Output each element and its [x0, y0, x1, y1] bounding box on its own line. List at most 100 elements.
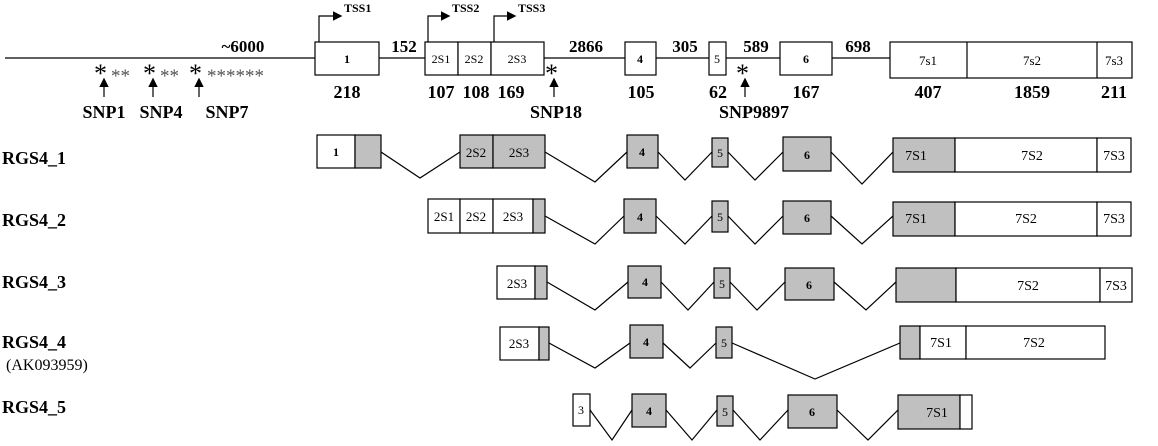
exon-text: 6	[804, 211, 810, 225]
exon-size-4: 105	[628, 82, 655, 102]
exon-box	[959, 394, 973, 430]
gene-exon-2s3	[490, 41, 545, 76]
exon-text: 2S3	[507, 276, 527, 291]
intron-length-2: 2866	[569, 37, 603, 56]
transcript-accession-4: (AK093959)	[6, 357, 88, 374]
exon-box	[919, 325, 967, 360]
exon-box	[427, 198, 461, 234]
exon-box	[1096, 137, 1132, 173]
exon-label-7s1: 7s1	[919, 53, 937, 68]
exon-text: 7S2	[1015, 212, 1037, 227]
exon-text: 4	[639, 145, 645, 159]
exon-label-1: 1	[344, 52, 350, 66]
snp-stars-group-2: **	[160, 66, 179, 87]
snp7-label: SNP7	[205, 102, 248, 122]
exon-size-7s2: 1859	[1014, 82, 1050, 102]
upstream-length: ~6000	[222, 37, 265, 56]
splice-lines	[727, 215, 784, 245]
splice-lines	[830, 151, 894, 185]
snp-star-9897: *	[736, 59, 749, 88]
exon-text: 3	[578, 403, 584, 417]
exon-text: 7S3	[1103, 149, 1125, 164]
exon-box	[496, 265, 536, 300]
splice-lines	[731, 342, 901, 380]
exon-text: 2S1	[434, 209, 454, 224]
transcript-rgs4-5	[572, 393, 973, 442]
exon-text: 2S3	[509, 145, 529, 160]
exon-box	[572, 393, 591, 427]
exon-text: 2S3	[509, 336, 529, 351]
transcript-name-1: RGS4_1	[2, 148, 66, 168]
snp-star-1: *	[94, 59, 107, 88]
exon-text: 7S3	[1103, 212, 1125, 227]
transcript-rgs4-1	[316, 134, 1132, 185]
exon-box	[711, 137, 729, 168]
tss3-label: TSS3	[518, 1, 545, 15]
exon-label-7s3: 7s3	[1105, 53, 1123, 68]
exon-text: 5	[719, 277, 725, 291]
exon-box	[538, 326, 550, 361]
exon-box	[492, 134, 546, 169]
exon-size-7s1: 407	[915, 82, 942, 102]
splice-lines	[544, 215, 625, 245]
exon-text: 7S1	[926, 406, 948, 421]
exon-box	[627, 265, 662, 299]
splice-lines	[665, 409, 718, 441]
exon-size-6: 167	[793, 82, 820, 102]
exon-text: 7S2	[1023, 336, 1045, 351]
exon-box	[782, 136, 832, 172]
exon-label-2s1: 2S1	[432, 52, 451, 66]
exon-text: 7S3	[1105, 279, 1127, 294]
exon-size-2s1: 107	[428, 82, 455, 102]
splice-lines	[660, 281, 715, 311]
exon-box	[629, 324, 664, 359]
splice-lines	[546, 281, 629, 311]
exon-text: 7S1	[905, 212, 927, 227]
exon-box	[713, 267, 731, 299]
exon-text: 4	[637, 210, 643, 224]
exon-text: 6	[806, 278, 812, 292]
exon-box	[716, 395, 734, 427]
exon-box	[492, 198, 534, 234]
intron-length-1: 152	[391, 37, 417, 56]
gene-exon-2s1	[424, 41, 459, 76]
transcript-labels: RGS4_1 RGS4_2 RGS4_3 RGS4_4 (AK093959) R…	[2, 148, 88, 417]
snp1-label: SNP1	[82, 102, 125, 122]
gene-exon-2s2	[457, 41, 492, 76]
exon-size-5: 62	[709, 82, 727, 102]
exon-box	[715, 326, 733, 359]
exon-text: 5	[717, 210, 723, 224]
exon-box	[711, 200, 729, 233]
transcript-name-4: RGS4_4	[2, 332, 66, 352]
transcript-rgs4-2	[427, 198, 1132, 245]
exon-size-2s2: 108	[463, 82, 490, 102]
exon-text: 7S1	[905, 149, 927, 164]
exon-text: 4	[643, 335, 649, 349]
tss2-arrow	[427, 11, 451, 42]
exon-box	[955, 267, 1101, 303]
splice-lines	[544, 151, 628, 183]
exon-text: 4	[646, 404, 652, 418]
exon-box	[965, 325, 1106, 360]
splice-lines	[589, 409, 633, 442]
exon-text: 2S2	[466, 209, 486, 224]
splice-lines	[662, 342, 717, 369]
exon-text: 4	[642, 275, 648, 289]
snp-star-4: *	[143, 59, 156, 88]
exon-box	[895, 267, 957, 303]
transcript-name-5: RGS4_5	[2, 397, 66, 417]
gene-exon-1	[314, 41, 380, 76]
exon-box	[782, 200, 832, 235]
snp-stars-group-3: ******	[207, 66, 264, 87]
exon-box	[316, 134, 356, 169]
exon-box	[1099, 267, 1133, 303]
splice-lines	[830, 215, 894, 245]
splice-lines	[833, 281, 897, 311]
exon-size-2s3: 169	[498, 82, 525, 102]
gene-exon-6	[779, 41, 833, 76]
exon-box	[892, 137, 956, 173]
intron-length-4: 589	[743, 37, 769, 56]
exon-text: 6	[804, 148, 810, 162]
tss2-label: TSS2	[452, 1, 479, 15]
